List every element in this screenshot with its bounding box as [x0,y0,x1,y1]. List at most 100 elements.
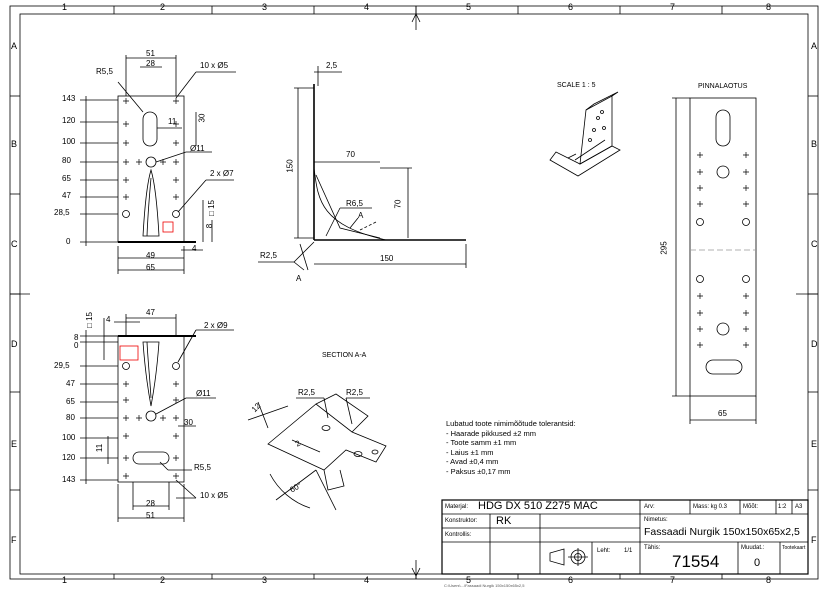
dim-r5-5-bottom: R5,5 [194,463,211,472]
col-label-3-bottom: 3 [262,575,268,585]
dim-47-top: 47 [146,308,155,317]
scale-label: SCALE 1 : 5 [557,82,596,89]
front-view [80,55,236,274]
tb-materjal-label: Materjal: [445,504,469,510]
callout-2xd9: 2 x Ø9 [204,321,228,330]
dim-47-bottom: 47 [66,379,75,388]
dim-49: 49 [146,251,155,260]
dim-r5-5: R5,5 [96,67,113,76]
centering-marks [10,6,818,579]
col-label-1-bottom: 1 [62,575,68,585]
dim-143-bottom: 143 [62,475,76,484]
dim-295: 295 [659,241,669,255]
dim-r6-5: R6,5 [346,199,363,208]
dim-120: 120 [62,116,76,125]
tb-muudat-value: 0 [754,557,761,569]
bottom-view [80,314,234,522]
tb-nimetus-value: Fassaadi Nurgik 150x150x65x2,5 [644,526,800,538]
tb-arv-label: Arv: [644,504,655,510]
dim-47: 47 [62,191,71,200]
tb-mass-label: Mass: kg 0.3 [693,504,728,510]
dim-65: 65 [62,174,71,183]
callout-d11: Ø11 [190,144,205,153]
col-label-3: 3 [262,2,268,12]
flat-pattern-title: PINNALAOTUS [698,83,748,90]
dim-11: 11 [168,117,177,126]
col-label-7: 7 [670,2,676,12]
tb-materjal-value: HDG DX 510 Z275 MAC [478,500,598,512]
row-label-d: D [11,339,18,349]
dim-80-bottom: 80 [66,413,75,422]
section-mark-a-top: A [358,211,364,220]
tb-nimetus-label: Nimetus: [644,517,668,523]
dim-28: 28 [146,59,155,68]
file-path-footer: C:\Users\...\Fassaadi Nurgik 150x150x65x… [444,583,525,588]
dim-65-base: 65 [146,263,155,272]
projection-symbol [549,548,588,566]
col-label-4: 4 [364,2,370,12]
row-label-c-right: C [811,239,818,249]
row-label-b-right: B [811,139,818,149]
col-label-6-bottom: 6 [568,575,574,585]
dim-150-vertical: 150 [285,159,295,173]
tb-kontrollis-label: Kontrollis: [445,532,472,538]
dim-11-bottom: 11 [95,443,105,453]
row-label-f: F [11,535,17,545]
dim-r2-5: R2,5 [260,251,277,260]
col-label-2: 2 [160,2,166,12]
note-line: - Haarade pikkused ±2 mm [446,428,536,438]
dim-0: 0 [66,237,71,246]
row-label-e-right: E [811,439,818,449]
tb-leht-value: 1/1 [624,548,633,554]
dim-2-5: 2,5 [326,61,338,70]
dim-70-vertical: 70 [393,199,403,209]
tb-tahis-label: Tähis: [644,545,661,551]
callout-2xd7: 2 x Ø7 [210,169,234,178]
dim-4: 4 [192,244,197,253]
side-view [258,66,467,271]
callout-10xd5: 10 x Ø5 [200,61,229,70]
tolerance-notes: Lubatud toote nimimõõtude tolerantsid: -… [446,419,576,476]
row-label-a-right: A [811,41,818,51]
tb-muudat-label: Muudat.: [741,545,765,551]
section-view [247,393,387,511]
section-mark-a-bottom: A [296,274,302,283]
dim-143: 143 [62,94,76,103]
dim-sq15-bottom: □ 15 [84,312,94,328]
dim-51-bottom: 51 [146,511,155,520]
col-label-4-bottom: 4 [364,575,370,585]
title-block-lines [441,499,809,575]
row-label-e: E [11,439,18,449]
dim-51: 51 [146,49,155,58]
dim-sq15: □ 15 [206,200,216,216]
note-line: - Paksus ±0,17 mm [446,466,511,476]
col-label-2-bottom: 2 [160,575,166,585]
col-label-8: 8 [766,2,772,12]
col-label-7-bottom: 7 [670,575,676,585]
row-label-c: C [11,239,18,249]
dim-8-bottom: 8 [74,333,79,342]
dim-28-bottom: 28 [146,499,155,508]
tb-tahis-value: 71554 [672,552,720,571]
note-line: - Toote samm ±1 mm [446,438,517,447]
dim-65-flat: 65 [718,409,727,418]
dim-150-base: 150 [380,254,394,263]
section-title: SECTION A-A [322,352,367,359]
iso-view [549,91,621,177]
row-label-a: A [11,41,18,51]
dim-30: 30 [197,113,207,123]
col-label-5-bottom: 5 [466,575,472,585]
row-label-b: B [11,139,18,149]
flat-pattern-view [672,97,757,424]
outer-frame [9,5,819,580]
tb-paper-size: A3 [795,504,803,510]
tb-moot-label: Mõõt: [743,504,759,510]
row-label-f-right: F [811,535,817,545]
dim-120-bottom: 120 [62,453,76,462]
column-ticks [10,6,818,579]
dim-100: 100 [62,137,76,146]
section-r2-5-left: R2,5 [298,388,315,397]
tb-moot-value: 1:2 [778,504,787,510]
dim-8: 8 [205,223,215,229]
